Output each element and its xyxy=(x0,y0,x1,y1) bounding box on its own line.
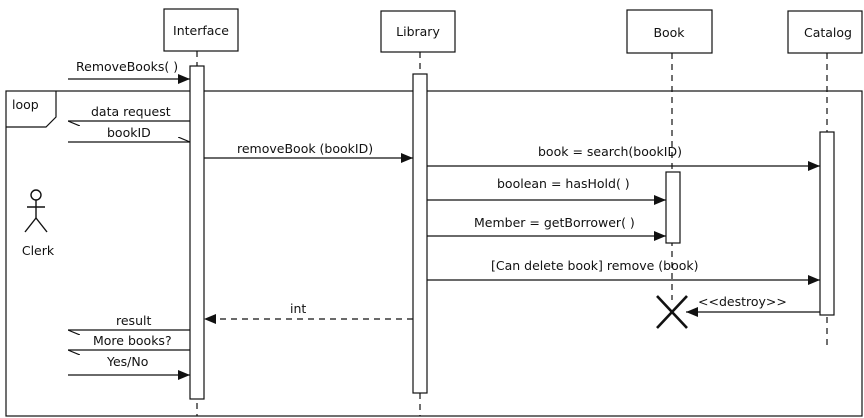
message-label: Yes/No xyxy=(106,354,148,369)
message-int-return: int xyxy=(204,301,413,324)
activation-bar-interface xyxy=(189,65,205,400)
message-label: [Can delete book] remove (book) xyxy=(491,258,699,273)
message-label: <<destroy>> xyxy=(698,294,787,309)
lifeline-book: Book xyxy=(626,9,713,329)
message-has-hold: boolean = hasHold( ) xyxy=(427,176,666,205)
actor-label-clerk: Clerk xyxy=(22,243,55,258)
message-data-request: data request xyxy=(68,104,190,121)
activation-bar-catalog xyxy=(819,131,835,316)
lifeline-catalog: Catalog xyxy=(787,10,863,350)
message-book-id: bookID xyxy=(68,125,190,143)
lifeline-library: Library xyxy=(380,10,456,416)
message-label: removeBook (bookID) xyxy=(237,141,373,156)
message-label: data request xyxy=(91,104,171,119)
message-remove-book: removeBook (bookID) xyxy=(204,141,413,163)
message-result: result xyxy=(68,313,190,330)
message-search: book = search(bookID) xyxy=(427,144,820,171)
actor-clerk: Clerk xyxy=(22,189,55,258)
message-remove-books: RemoveBooks( ) xyxy=(68,59,190,84)
lifeline-box-interface xyxy=(163,8,239,52)
message-destroy: <<destroy>> xyxy=(686,294,820,317)
lifeline-box-library xyxy=(380,10,456,53)
lifeline-box-book xyxy=(626,9,713,54)
lifeline-label-library: Library xyxy=(396,24,440,39)
lifeline-box-catalog xyxy=(787,10,863,54)
message-label: result xyxy=(116,313,151,328)
lifeline-label-book: Book xyxy=(653,25,685,40)
lifeline-interface: Interface xyxy=(163,8,239,416)
actor-head xyxy=(30,189,42,201)
lifeline-label-catalog: Catalog xyxy=(804,25,852,40)
message-label: book = search(bookID) xyxy=(538,144,682,159)
message-label: bookID xyxy=(107,125,151,140)
message-yes-no: Yes/No xyxy=(68,354,190,380)
activation-bar-book xyxy=(665,171,681,244)
loop-frame-tab xyxy=(6,91,57,128)
message-get-borrower: Member = getBorrower( ) xyxy=(427,215,666,241)
destroy-x-mark xyxy=(656,295,688,329)
message-label: boolean = hasHold( ) xyxy=(497,176,630,191)
message-remove: [Can delete book] remove (book) xyxy=(427,258,820,285)
message-label: int xyxy=(290,301,306,316)
message-label: RemoveBooks( ) xyxy=(76,59,178,74)
message-label: Member = getBorrower( ) xyxy=(474,215,635,230)
loop-frame: loop xyxy=(5,90,863,417)
activation-bar-library xyxy=(412,73,428,394)
loop-frame-border xyxy=(5,90,863,417)
message-label: More books? xyxy=(93,333,172,348)
loop-frame-label: loop xyxy=(12,97,39,112)
lifeline-label-interface: Interface xyxy=(173,23,229,38)
message-more-books: More books? xyxy=(68,333,190,350)
